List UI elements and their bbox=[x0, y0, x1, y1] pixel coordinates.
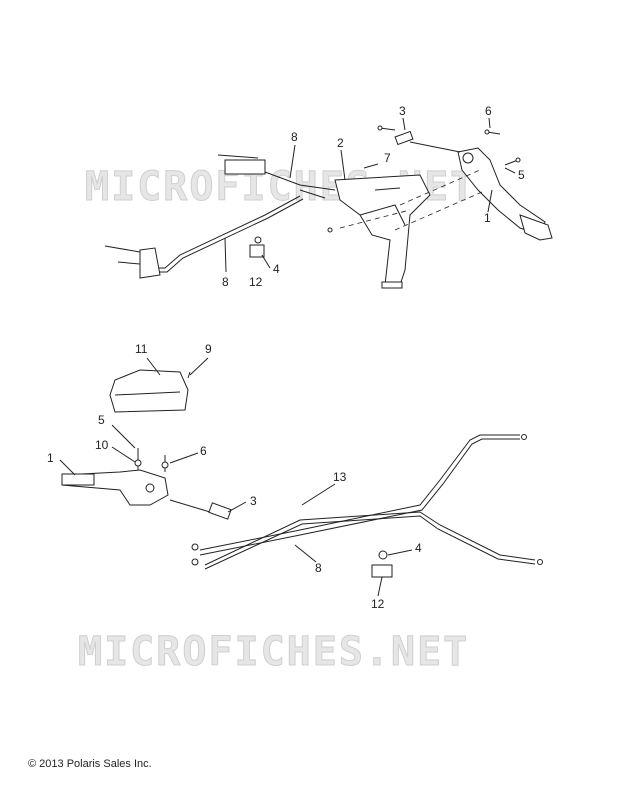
caliper-bracket bbox=[139, 247, 161, 279]
callout-1: 1 bbox=[47, 451, 54, 465]
copyright-notice: © 2013 Polaris Sales Inc. bbox=[28, 758, 152, 770]
washer-10 bbox=[134, 459, 142, 467]
callout-11: 11 bbox=[135, 342, 148, 356]
pull-handle bbox=[208, 502, 232, 520]
bolt-7 bbox=[363, 163, 379, 169]
lever-bracket bbox=[334, 174, 431, 286]
callout-13: 13 bbox=[333, 470, 347, 484]
callout-5: 5 bbox=[518, 168, 525, 182]
boot-cover bbox=[109, 369, 189, 413]
callout-10: 10 bbox=[95, 438, 109, 452]
callout-3: 3 bbox=[250, 494, 257, 508]
callout-6: 6 bbox=[485, 104, 492, 118]
callout-8: 8 bbox=[315, 561, 322, 575]
callout-3: 3 bbox=[399, 104, 406, 118]
clip-fastener bbox=[254, 236, 262, 244]
cable-upper bbox=[199, 434, 520, 551]
pull-rod bbox=[169, 499, 211, 513]
cable-clip bbox=[371, 564, 393, 578]
callout-6: 6 bbox=[200, 444, 207, 458]
pull-handle bbox=[394, 130, 414, 146]
callout-9: 9 bbox=[205, 342, 212, 356]
callout-5: 5 bbox=[98, 413, 105, 427]
callout-4: 4 bbox=[415, 541, 422, 555]
callout-4: 4 bbox=[273, 262, 280, 276]
callout-12: 12 bbox=[371, 597, 385, 611]
upper-cable bbox=[264, 171, 336, 191]
top-assembly: 3 6 8 2 7 5 1 8 12 4 bbox=[104, 104, 553, 289]
pull-rod bbox=[409, 141, 461, 153]
cable-clip bbox=[249, 244, 265, 258]
lever-grip bbox=[519, 214, 553, 241]
cable-clevis-upper bbox=[224, 159, 266, 175]
clip-fastener bbox=[378, 550, 388, 560]
bolt-3 bbox=[379, 127, 396, 131]
callout-8b: 8 bbox=[222, 275, 229, 289]
callout-2: 2 bbox=[337, 136, 344, 150]
watermark-bottom: MICROFICHES.NET bbox=[78, 629, 469, 675]
nut bbox=[327, 227, 333, 233]
callout-7: 7 bbox=[384, 151, 391, 165]
lever-pivot bbox=[462, 152, 474, 164]
bottom-assembly: 11 9 5 10 6 1 3 13 4 8 12 bbox=[47, 342, 543, 611]
lever-grip bbox=[61, 473, 95, 486]
callout-1: 1 bbox=[484, 211, 491, 225]
callout-8: 8 bbox=[291, 130, 298, 144]
bracket-foot bbox=[381, 281, 403, 289]
callout-12: 12 bbox=[249, 275, 263, 289]
cable-lower bbox=[204, 511, 536, 566]
